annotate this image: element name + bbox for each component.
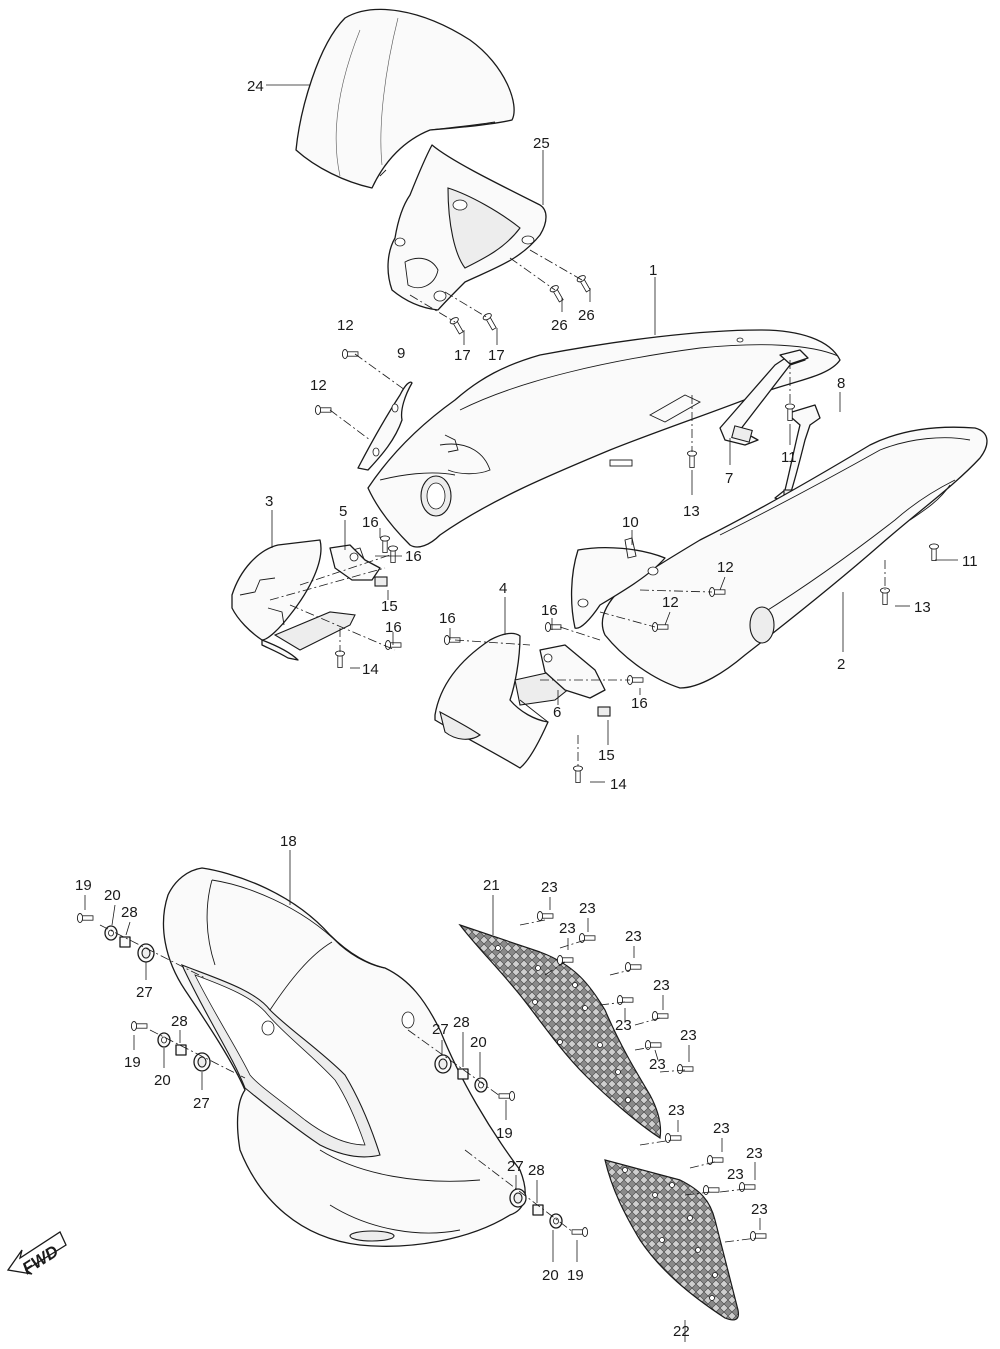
callout-27: 27	[432, 1021, 449, 1038]
callout-20: 20	[154, 1072, 171, 1089]
callout-19: 19	[124, 1054, 141, 1071]
callout-4: 4	[499, 580, 507, 597]
callout-23: 23	[649, 1056, 666, 1073]
callout-27: 27	[507, 1158, 524, 1175]
callout-20: 20	[542, 1267, 559, 1284]
part-18-side-cover	[162, 867, 526, 1247]
part-10-small-cover	[570, 537, 666, 629]
part-4-right-housing	[434, 632, 582, 769]
callout-26: 26	[578, 307, 595, 324]
callout-11: 11	[962, 553, 978, 570]
upper-leader-lines	[266, 84, 958, 783]
callout-13: 13	[683, 503, 700, 520]
callout-18: 18	[280, 833, 297, 850]
callout-19: 19	[567, 1267, 584, 1284]
part-7-bracket	[719, 349, 809, 446]
callout-17: 17	[454, 347, 471, 364]
callout-labels: 24 25 1 26 26 17 17 12 12 9 8 11 7 13 3 …	[75, 78, 978, 1340]
callout-23: 23	[653, 977, 670, 994]
callout-2: 2	[837, 656, 845, 673]
part-6-socket	[539, 644, 611, 717]
mesh-21-holes	[495, 945, 631, 1103]
callout-8: 8	[837, 375, 845, 392]
callout-16: 16	[405, 548, 422, 565]
part-21-mesh-panel	[458, 923, 662, 1140]
callout-28: 28	[121, 904, 138, 921]
callout-23: 23	[727, 1166, 744, 1183]
part-25-bracket-cover	[387, 144, 547, 311]
callout-19: 19	[75, 877, 92, 894]
forward-direction-indicator: FWD	[6, 1231, 67, 1278]
part-3-left-housing	[231, 539, 366, 661]
callout-23: 23	[746, 1145, 763, 1162]
callout-27: 27	[193, 1095, 210, 1112]
callout-27: 27	[136, 984, 153, 1001]
callout-3: 3	[265, 493, 273, 510]
callout-15: 15	[598, 747, 615, 764]
callout-12: 12	[662, 594, 679, 611]
callout-26: 26	[551, 317, 568, 334]
callout-28: 28	[171, 1013, 188, 1030]
callout-5: 5	[339, 503, 347, 520]
callout-23: 23	[680, 1027, 697, 1044]
callout-19: 19	[496, 1125, 513, 1142]
part-2-side-cowl	[601, 426, 988, 689]
callout-23: 23	[559, 920, 576, 937]
callout-10: 10	[622, 514, 639, 531]
callout-24: 24	[247, 78, 264, 95]
callout-20: 20	[104, 887, 121, 904]
callout-25: 25	[533, 135, 550, 152]
callout-23: 23	[751, 1201, 768, 1218]
part-1-main-tail-cowl	[367, 329, 841, 548]
callout-28: 28	[453, 1014, 470, 1031]
callout-14: 14	[362, 661, 379, 678]
callout-6: 6	[553, 704, 561, 721]
part-9-small-bracket	[357, 381, 413, 471]
callout-12: 12	[337, 317, 354, 334]
mesh-22-holes	[622, 1167, 718, 1301]
callout-21: 21	[483, 877, 500, 894]
callout-23: 23	[668, 1102, 685, 1119]
callout-22: 22	[673, 1323, 690, 1340]
callout-23: 23	[615, 1017, 632, 1034]
callout-7: 7	[725, 470, 733, 487]
callout-23: 23	[625, 928, 642, 945]
callout-16: 16	[439, 610, 456, 627]
callout-1: 1	[649, 262, 657, 279]
callout-28: 28	[528, 1162, 545, 1179]
callout-11: 11	[781, 449, 797, 466]
callout-23: 23	[713, 1120, 730, 1137]
callout-16: 16	[631, 695, 648, 712]
callout-13: 13	[914, 599, 931, 616]
callout-9: 9	[397, 345, 405, 362]
callout-15: 15	[381, 598, 398, 615]
callout-23: 23	[579, 900, 596, 917]
part-24-rear-cap	[295, 8, 515, 189]
callout-20: 20	[470, 1034, 487, 1051]
callout-12: 12	[310, 377, 327, 394]
callout-16: 16	[385, 619, 402, 636]
callout-14: 14	[610, 776, 627, 793]
callout-16: 16	[362, 514, 379, 531]
lower-hardware	[76, 911, 767, 1241]
lower-leader-lines	[84, 850, 761, 1342]
callout-17: 17	[488, 347, 505, 364]
part-22-mesh-panel	[604, 1159, 740, 1321]
part-5-socket	[329, 544, 388, 587]
callout-12: 12	[717, 559, 734, 576]
callout-23: 23	[541, 879, 558, 896]
callout-16: 16	[541, 602, 558, 619]
